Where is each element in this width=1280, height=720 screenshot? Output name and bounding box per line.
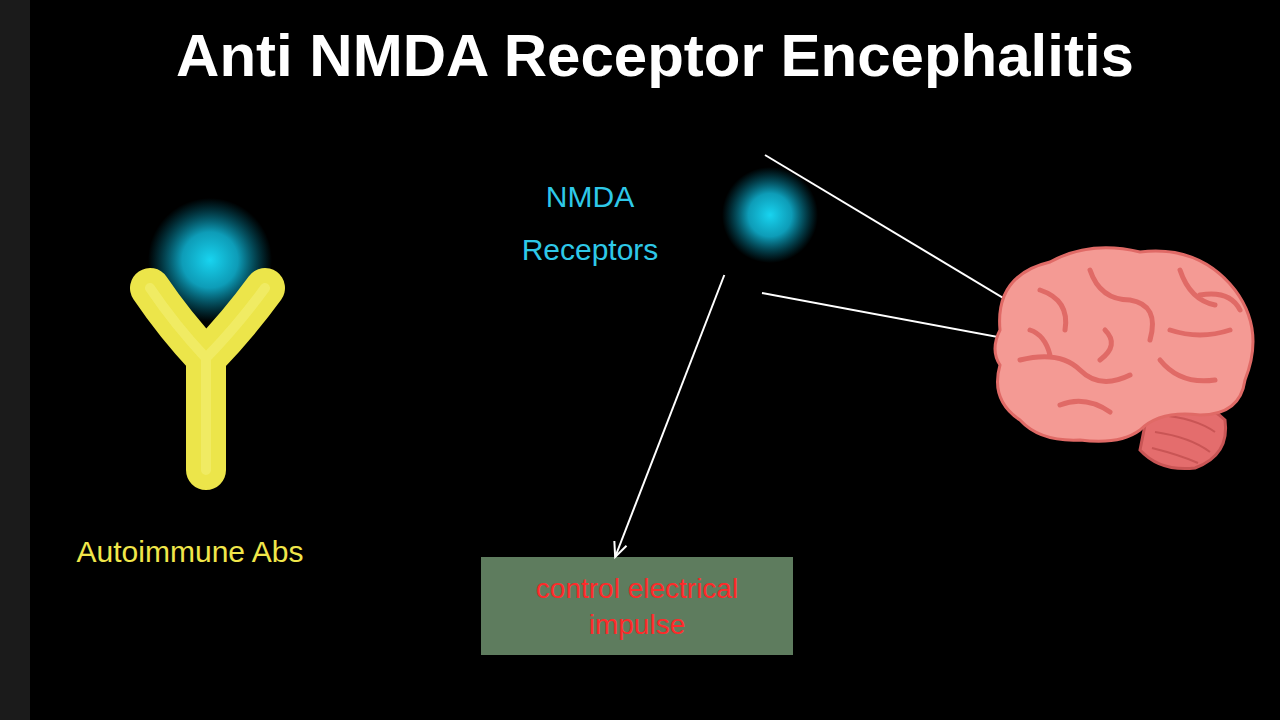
node-label: NMDA Receptors xyxy=(490,170,690,276)
antibody-highlight xyxy=(150,288,265,470)
receptor-symbol xyxy=(710,155,830,275)
node-label: control electrical impulse xyxy=(497,571,777,643)
brain-illustration xyxy=(995,248,1253,469)
antibody-y xyxy=(150,288,265,470)
arrow-connector xyxy=(614,275,724,557)
antibody-node: Autoimmune Abs xyxy=(60,200,350,620)
glow-dot xyxy=(722,167,818,263)
node-label: Autoimmune Abs xyxy=(50,530,330,574)
process-box: control electrical impulse xyxy=(481,557,793,655)
receptor-node: NMDA Receptors xyxy=(490,165,820,275)
diagram-title: Anti NMDA Receptor Encephalitis xyxy=(30,18,1280,94)
side-strip xyxy=(0,0,30,720)
